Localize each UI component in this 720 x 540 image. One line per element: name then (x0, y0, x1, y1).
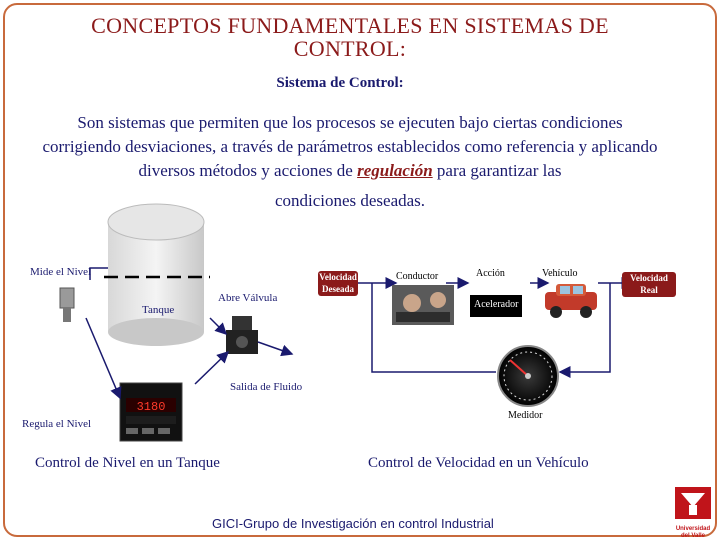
university-logo: Universidad del Valle (671, 485, 715, 537)
label-vehiculo: Vehículo (542, 268, 578, 279)
tank-illustration (104, 204, 210, 346)
box-velocidad-deseada: Velocidad Deseada (318, 271, 358, 296)
caption-vehicle: Control de Velocidad en un Vehículo (368, 455, 589, 472)
speedometer-icon (498, 346, 558, 406)
box-velocidad-real: Velocidad Real (622, 272, 676, 297)
label-mide: Mide el Nivel (30, 266, 91, 278)
label-regula: Regula el Nivel (22, 418, 91, 430)
label-acelerador: Acelerador (474, 299, 518, 310)
label-medidor: Medidor (508, 410, 542, 421)
controller-icon: 3180 (120, 383, 182, 441)
vehicle-icon (545, 284, 597, 318)
controller-display: 3180 (137, 400, 166, 414)
label-conductor: Conductor (396, 271, 438, 282)
caption-tank: Control de Nivel en un Tanque (35, 455, 220, 472)
label-tanque: Tanque (142, 304, 174, 316)
label-abre: Abre Válvula (218, 292, 277, 304)
label-accion: Acción (476, 268, 505, 279)
driver-photo (392, 285, 454, 325)
label-salida: Salida de Fluido (230, 381, 302, 393)
level-sensor-icon (60, 288, 74, 322)
footer-text: GICI-Grupo de Investigación en control I… (212, 516, 494, 531)
valve-icon (226, 316, 258, 354)
